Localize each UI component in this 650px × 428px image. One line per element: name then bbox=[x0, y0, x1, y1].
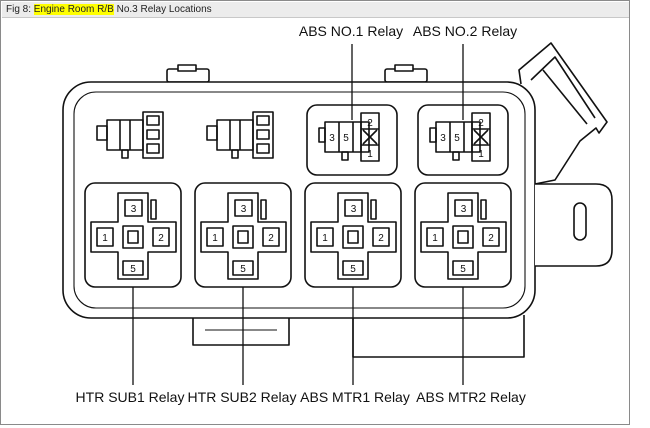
bottom-tab-right bbox=[352, 315, 525, 358]
caption-prefix: Fig 8: bbox=[6, 4, 34, 15]
callout-htr-sub2: HTR SUB2 Relay bbox=[188, 389, 297, 405]
callout-abs-mtr2: ABS MTR2 Relay bbox=[416, 389, 526, 405]
pin-label: 1 bbox=[478, 149, 484, 160]
pin-label: 3 bbox=[241, 204, 247, 215]
connector-top-2 bbox=[206, 111, 274, 159]
callout-abs-no2: ABS NO.2 Relay bbox=[413, 23, 517, 39]
pin-label: 2 bbox=[488, 233, 494, 244]
pin-label: 2 bbox=[268, 233, 274, 244]
pin-label: 5 bbox=[454, 133, 460, 144]
pin-label: 1 bbox=[432, 233, 438, 244]
leader-lines bbox=[132, 44, 464, 385]
callout-abs-no1: ABS NO.1 Relay bbox=[299, 23, 403, 39]
caption-highlight: Engine Room R/B bbox=[33, 4, 114, 15]
figure-caption: Fig 8: Engine Room R/B No.3 Relay Locati… bbox=[2, 2, 629, 18]
pin-label: 2 bbox=[378, 233, 384, 244]
top-latch-left bbox=[166, 64, 210, 83]
pin-label: 1 bbox=[322, 233, 328, 244]
pin-label: 2 bbox=[158, 233, 164, 244]
pin-label: 3 bbox=[131, 204, 137, 215]
pin-label: 1 bbox=[212, 233, 218, 244]
pin-label: 5 bbox=[350, 264, 356, 275]
callout-htr-sub1: HTR SUB1 Relay bbox=[76, 389, 185, 405]
pin-label: 3 bbox=[329, 133, 335, 144]
pin-label: 2 bbox=[367, 118, 373, 129]
relay-abs-no2: 3 5 2 1 bbox=[417, 104, 509, 176]
relay-block-inner-wall bbox=[73, 91, 526, 309]
pin-label: 3 bbox=[351, 204, 357, 215]
pin-label: 5 bbox=[130, 264, 136, 275]
connector-top-1 bbox=[96, 111, 164, 159]
pin-label: 2 bbox=[478, 118, 484, 129]
pin-label: 5 bbox=[460, 264, 466, 275]
pin-label: 5 bbox=[240, 264, 246, 275]
bottom-tab-left bbox=[192, 315, 290, 346]
relay-htr-sub2: 3 1 2 5 bbox=[194, 182, 292, 288]
caption-suffix: No.3 Relay Locations bbox=[113, 4, 212, 15]
pin-label: 3 bbox=[461, 204, 467, 215]
pin-label: 5 bbox=[343, 133, 349, 144]
side-lug bbox=[535, 183, 613, 267]
pin-label: 3 bbox=[440, 133, 446, 144]
callout-abs-mtr1: ABS MTR1 Relay bbox=[300, 389, 410, 405]
relay-htr-sub1: 3 1 2 5 bbox=[84, 182, 182, 288]
top-latch-right bbox=[384, 64, 428, 83]
mounting-slot bbox=[573, 202, 587, 241]
pin-label: 1 bbox=[102, 233, 108, 244]
connector-arm bbox=[518, 42, 608, 185]
pin-label: 1 bbox=[367, 149, 373, 160]
